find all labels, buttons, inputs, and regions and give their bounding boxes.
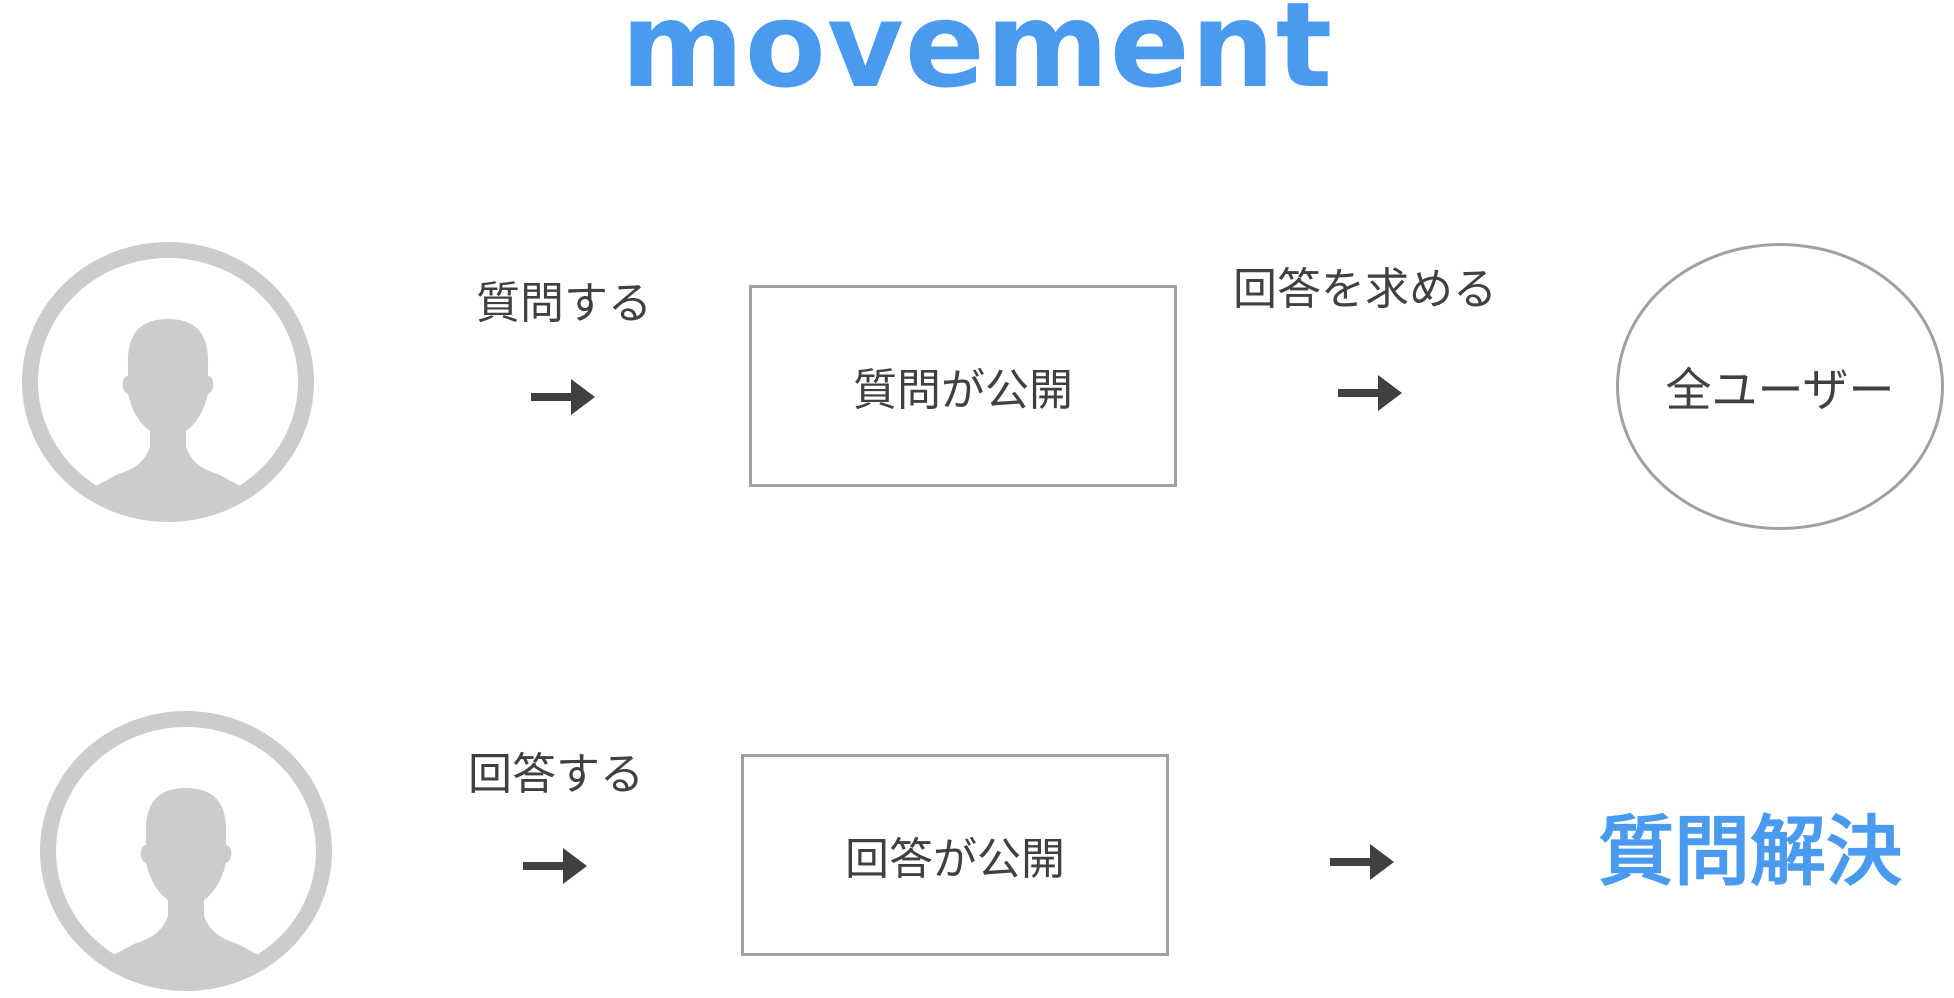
asker-avatar-icon bbox=[22, 241, 314, 523]
diagram-title: movement bbox=[620, 0, 1334, 114]
arrow-right-icon bbox=[1338, 373, 1402, 413]
request-answer-step-label: 回答を求める bbox=[1233, 264, 1497, 315]
ask-step-label: 質問する bbox=[476, 278, 652, 329]
arrow-right-icon bbox=[1330, 842, 1394, 882]
answer-published-label: 回答が公開 bbox=[845, 834, 1065, 885]
arrow-right-icon bbox=[523, 846, 587, 886]
answerer-avatar-icon bbox=[40, 710, 332, 992]
question-published-label: 質問が公開 bbox=[853, 365, 1073, 416]
all-users-label: 全ユーザー bbox=[1665, 362, 1895, 417]
answer-published-box: 回答が公開 bbox=[741, 754, 1169, 956]
arrow-right-icon bbox=[531, 377, 595, 417]
all-users-node: 全ユーザー bbox=[1616, 243, 1944, 530]
answer-step-label: 回答する bbox=[468, 749, 644, 800]
question-solved-label: 質問解決 bbox=[1598, 807, 1902, 896]
question-published-box: 質問が公開 bbox=[749, 285, 1177, 487]
